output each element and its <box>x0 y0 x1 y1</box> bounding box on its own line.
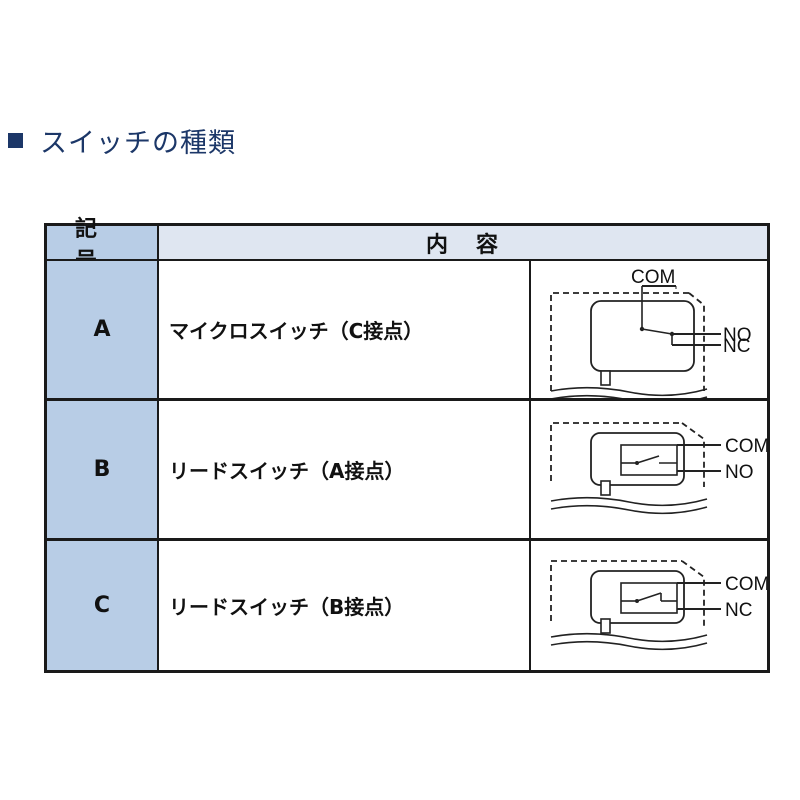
row-b-name: リードスイッチ（A接点） <box>169 459 405 483</box>
header-divider <box>47 259 767 261</box>
com-label: COM <box>725 574 767 595</box>
row-a-diagram: COM NO NC <box>529 261 767 398</box>
row-divider-1 <box>47 398 767 401</box>
row-divider-2 <box>47 538 767 541</box>
row-c-diagram: COM NC <box>529 541 767 670</box>
nc-label: NC <box>723 336 750 357</box>
column-divider-1 <box>157 226 159 670</box>
section-heading: スイッチの種類 <box>8 120 236 160</box>
com-label: COM <box>631 267 675 288</box>
no-label: NO <box>725 462 754 483</box>
column-divider-2 <box>529 261 531 670</box>
row-a-name: マイクロスイッチ（C接点） <box>169 319 424 343</box>
header-content: 内容 <box>157 226 767 259</box>
row-c-name: リードスイッチ（B接点） <box>169 595 405 619</box>
row-a-code: A <box>47 261 157 398</box>
section-title: スイッチの種類 <box>40 127 236 159</box>
row-b-diagram: COM NO <box>529 401 767 538</box>
row-c-code: C <box>47 541 157 670</box>
row-b-code: B <box>47 401 157 538</box>
micro-switch-diagram: COM NO NC <box>550 267 752 398</box>
square-bullet-icon <box>8 132 23 148</box>
reed-switch-a-diagram: COM NO <box>550 422 767 515</box>
nc-label: NC <box>725 600 752 621</box>
no-label: NO <box>723 325 752 346</box>
com-label: COM <box>725 436 767 457</box>
switch-types-table: 記号 内容 A マイクロスイッチ（C接点） COM NO NC <box>44 217 770 673</box>
header-code: 記号 <box>47 217 157 274</box>
reed-switch-b-diagram: COM NC <box>550 560 767 651</box>
